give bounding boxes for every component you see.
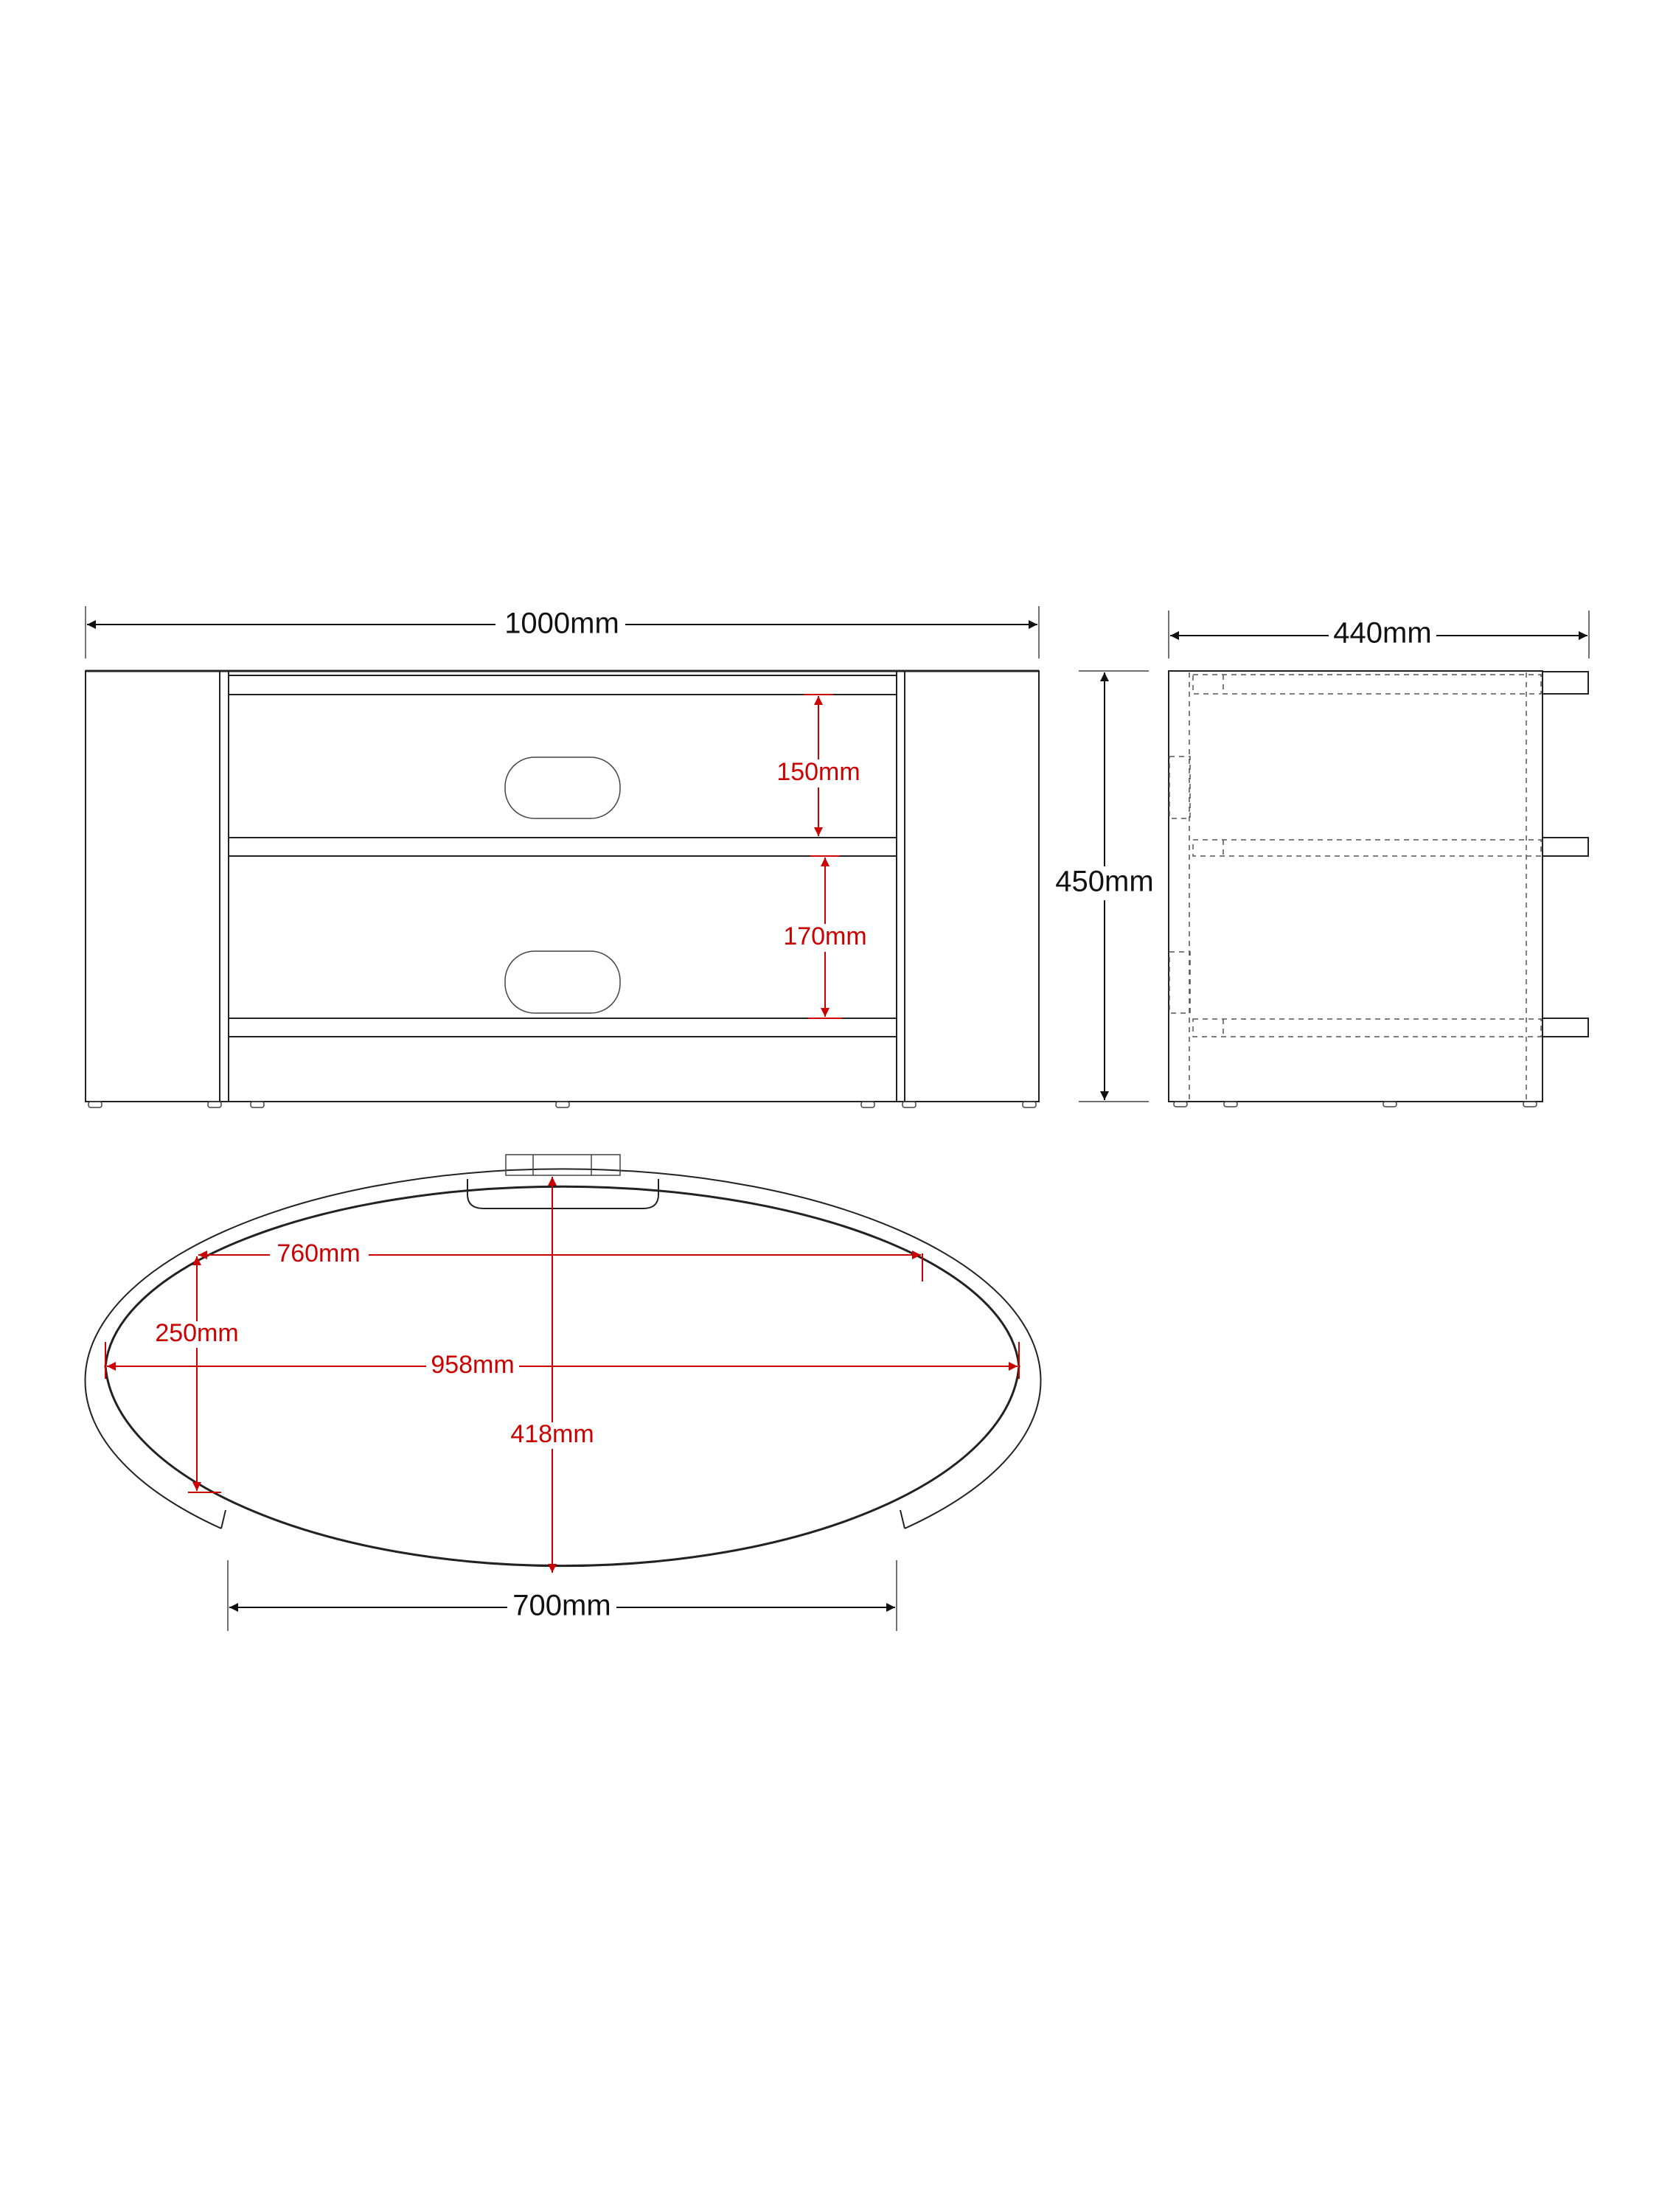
shelves bbox=[229, 675, 897, 1037]
side-feet bbox=[1173, 1101, 1537, 1107]
feet bbox=[88, 1101, 1037, 1108]
outer-curved-frame bbox=[84, 1168, 1042, 1529]
opening-width-dimension-label: 700mm bbox=[512, 1590, 611, 1622]
height-dimension-label: 450mm bbox=[1055, 866, 1153, 898]
side-depth-dimension-label: 250mm bbox=[155, 1319, 238, 1347]
top-view: 760mm 250mm 958mm 418mm 700mm bbox=[84, 1154, 1042, 1631]
cable-hole-upper bbox=[504, 757, 621, 819]
max-depth-dimension-label: 418mm bbox=[510, 1420, 594, 1448]
inner-curved-frame bbox=[104, 1185, 1020, 1568]
rear-width-dimension-label: 760mm bbox=[276, 1239, 360, 1267]
rear-bracket bbox=[467, 1179, 659, 1209]
side-view: 440mm bbox=[1168, 611, 1590, 1107]
upper-shelf-dimension-label: 150mm bbox=[776, 758, 860, 786]
max-width-dimension-label: 958mm bbox=[431, 1351, 514, 1379]
width-dimension-label: 1000mm bbox=[504, 608, 619, 640]
stand-side-outline bbox=[1168, 670, 1543, 1102]
lower-shelf-dimension-label: 170mm bbox=[783, 922, 866, 950]
cable-hole-lower bbox=[504, 950, 621, 1014]
depth-dimension-label: 440mm bbox=[1333, 617, 1431, 650]
front-view: 1000mm 150mm bbox=[85, 606, 1158, 1108]
